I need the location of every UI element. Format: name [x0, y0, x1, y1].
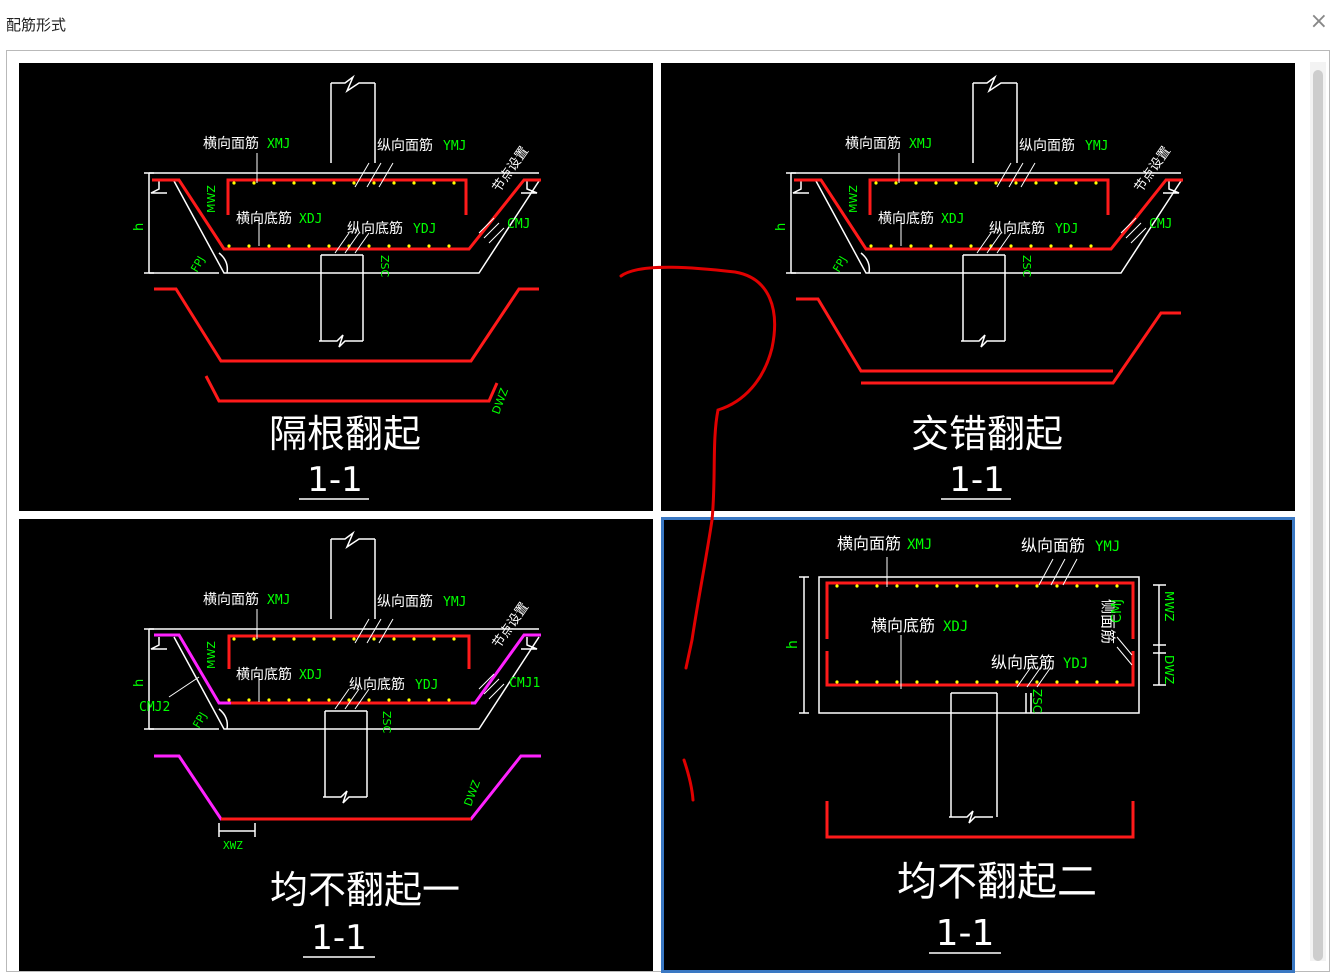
label-ymj: YMJ — [443, 139, 466, 154]
label-ydj-cn: 纵向底筋 — [349, 676, 405, 693]
close-icon[interactable]: × — [1309, 9, 1328, 34]
label-ydj-cn: 纵向底筋 — [347, 220, 403, 237]
label-zsc: ZSC — [378, 255, 391, 278]
scrollbar-thumb[interactable] — [1313, 70, 1323, 961]
label-mwz: MWZ — [847, 185, 860, 213]
label-xdj: XDJ — [299, 212, 322, 227]
option-gegen-fanqi[interactable]: 横向面筋 XMJ 纵向面筋 YMJ 横向底筋 XDJ 纵向底筋 YDJ CMJ … — [19, 63, 653, 511]
option-jun-bu-fanqi-2[interactable]: 横向面筋 XMJ 纵向面筋 YMJ 横向底筋 XDJ 纵向底筋 YDJ 侧面筋 … — [661, 517, 1295, 973]
label-xmj-cn: 横向面筋 — [845, 135, 901, 152]
label-zsc: ZSC — [1030, 689, 1044, 713]
label-mwz: MWZ — [1162, 591, 1176, 621]
label-xdj: XDJ — [943, 619, 968, 635]
label-fpj: FPJ — [190, 710, 209, 731]
label-cmj1: CMJ1 — [509, 676, 540, 691]
label-xmj-cn: 横向面筋 — [203, 135, 259, 152]
label-side-cn: 侧面筋 — [1099, 599, 1117, 644]
label-xmj-cn: 横向面筋 — [203, 591, 259, 608]
option-jiaocuo-fanqi[interactable]: 横向面筋 XMJ 纵向面筋 YMJ 横向底筋 XDJ 纵向底筋 YDJ CMJ … — [661, 63, 1295, 511]
label-xdj: XDJ — [299, 668, 322, 683]
label-cmj: CMJ — [1149, 217, 1172, 232]
label-xdj-cn: 横向底筋 — [236, 210, 292, 227]
label-xmj: XMJ — [909, 137, 932, 152]
label-ymj-cn: 纵向面筋 — [1021, 536, 1085, 555]
option-caption: 隔根翻起 — [269, 412, 421, 456]
label-cmj2: CMJ2 — [139, 700, 170, 715]
option-jun-bu-fanqi-1[interactable]: 横向面筋 XMJ 纵向面筋 YMJ 横向底筋 XDJ 纵向底筋 YDJ CMJ1… — [19, 519, 653, 971]
label-mwz: MWZ — [205, 185, 218, 213]
label-xmj: XMJ — [267, 137, 290, 152]
label-ymj: YMJ — [1095, 539, 1120, 555]
label-dwz: DWZ — [462, 778, 484, 808]
section-label: 1-1 — [311, 918, 367, 958]
label-h: h — [132, 679, 147, 687]
label-ymj: YMJ — [443, 595, 466, 610]
label-xmj: XMJ — [907, 537, 932, 553]
dialog-titlebar: 配筋形式 × — [0, 0, 1334, 48]
label-ydj: YDJ — [413, 222, 436, 237]
label-ydj: YDJ — [415, 678, 438, 693]
label-h: h — [132, 223, 147, 231]
label-ydj-cn: 纵向底筋 — [991, 653, 1055, 672]
label-xdj-cn: 横向底筋 — [236, 666, 292, 683]
label-ymj: YMJ — [1085, 139, 1108, 154]
label-cmj: CMJ — [507, 217, 530, 232]
label-fpj: FPJ — [188, 254, 207, 275]
label-xdj-cn: 横向底筋 — [878, 210, 934, 227]
option-caption: 交错翻起 — [911, 412, 1063, 456]
label-xmj-cn: 横向面筋 — [837, 534, 901, 553]
label-node: 节点设置 — [490, 600, 532, 651]
label-node: 节点设置 — [1132, 144, 1174, 195]
section-label: 1-1 — [936, 913, 995, 954]
label-ymj-cn: 纵向面筋 — [377, 137, 433, 154]
label-fpj: FPJ — [830, 254, 849, 275]
label-ymj-cn: 纵向面筋 — [1019, 137, 1075, 154]
label-cmj: CMJ — [1110, 599, 1125, 623]
label-h: h — [774, 223, 789, 231]
label-dwz: DWZ — [1162, 655, 1176, 684]
label-ydj-cn: 纵向底筋 — [989, 220, 1045, 237]
option-caption: 均不翻起二 — [897, 859, 1097, 905]
label-node: 节点设置 — [490, 144, 532, 195]
label-ydj: YDJ — [1055, 222, 1078, 237]
label-ydj: YDJ — [1063, 656, 1088, 672]
label-ymj-cn: 纵向面筋 — [377, 593, 433, 610]
label-h: h — [785, 640, 801, 649]
section-label: 1-1 — [307, 460, 363, 500]
label-xdj: XDJ — [941, 212, 964, 227]
label-xwz: XWZ — [223, 839, 243, 852]
section-label: 1-1 — [949, 460, 1005, 500]
option-caption: 均不翻起一 — [270, 868, 460, 912]
dialog-title: 配筋形式 — [6, 16, 67, 34]
label-xmj: XMJ — [267, 593, 290, 608]
label-zsc: ZSC — [380, 711, 393, 734]
label-zsc: ZSC — [1020, 255, 1033, 278]
label-mwz: MWZ — [205, 641, 218, 669]
label-xdj-cn: 横向底筋 — [871, 616, 935, 635]
